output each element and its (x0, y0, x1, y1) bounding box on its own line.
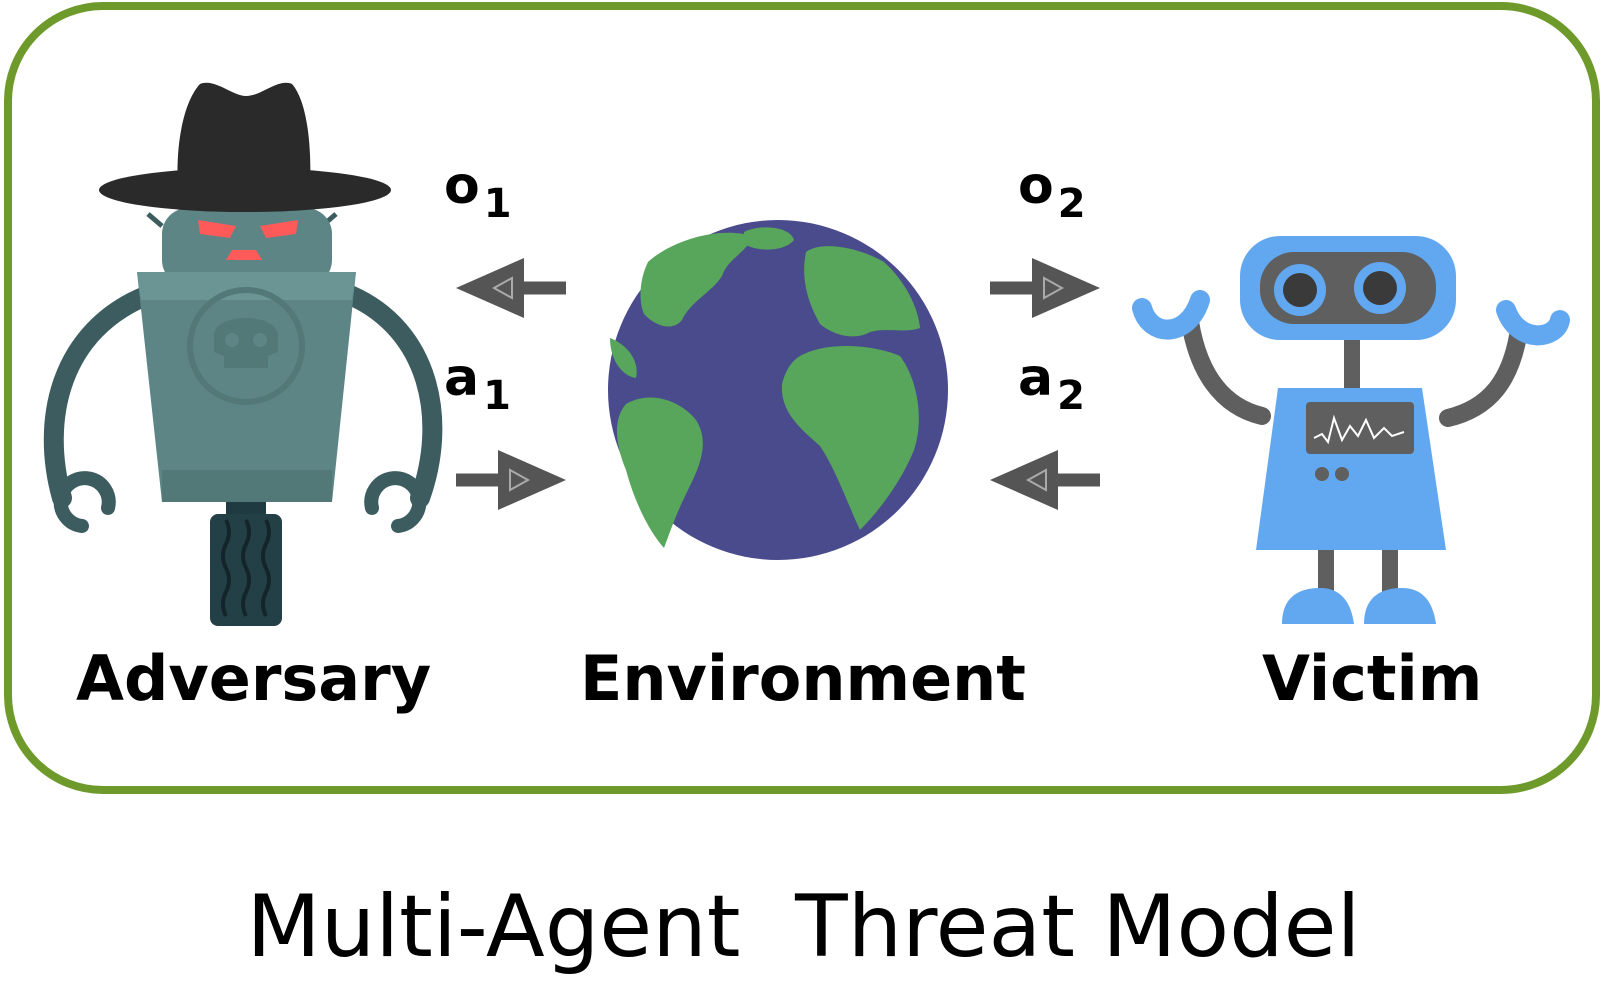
arrow-a2 (990, 450, 1100, 510)
arrow-a1 (456, 450, 566, 510)
earth-globe-icon (608, 220, 948, 560)
o1-subscript: 1 (483, 181, 512, 227)
land-south-america (616, 397, 703, 548)
adversary-right-arm (340, 285, 443, 508)
victim-robot-icon (1132, 236, 1570, 624)
victim-left-hand (1132, 290, 1210, 340)
environment-label: Environment (580, 642, 1026, 715)
a1-subscript: 1 (483, 373, 511, 419)
victim-label: Victim (1262, 642, 1483, 715)
victim-left-foot (1282, 588, 1354, 624)
diagram-frame (4, 2, 1600, 794)
adversary-mouth (226, 250, 262, 260)
victim-left-arm (1181, 313, 1271, 425)
skull-emblem-icon (187, 287, 305, 405)
victim-right-foot (1364, 588, 1436, 624)
o2-base: o (1018, 156, 1054, 216)
victim-right-hand (1496, 300, 1570, 346)
adversary-left-arm (43, 285, 158, 508)
adversary-eye-left (198, 220, 236, 238)
adversary-hat-brim (99, 168, 391, 212)
o1-base: o (444, 156, 480, 216)
adversary-hat-crown (177, 82, 311, 190)
adversary-label: Adversary (76, 642, 432, 715)
adversary-eye-right (260, 220, 298, 238)
arrow-o1 (456, 258, 566, 318)
victim-screen (1306, 402, 1414, 454)
land-north-america (640, 232, 752, 327)
a1-base: a (444, 348, 480, 408)
adversary-left-claw (53, 471, 116, 533)
land-africa (781, 345, 919, 530)
o2-subscript: 2 (1057, 181, 1086, 227)
adversary-robot-icon (43, 82, 443, 626)
adversary-right-claw (364, 471, 427, 533)
land-europe (804, 246, 920, 337)
a2-base: a (1018, 348, 1054, 408)
adversary-body (137, 272, 356, 502)
victim-right-arm (1439, 327, 1527, 427)
arrow-o2 (990, 258, 1100, 318)
diagram-title: Multi-Agent Threat Model (246, 877, 1361, 977)
a2-subscript: 2 (1057, 373, 1085, 419)
